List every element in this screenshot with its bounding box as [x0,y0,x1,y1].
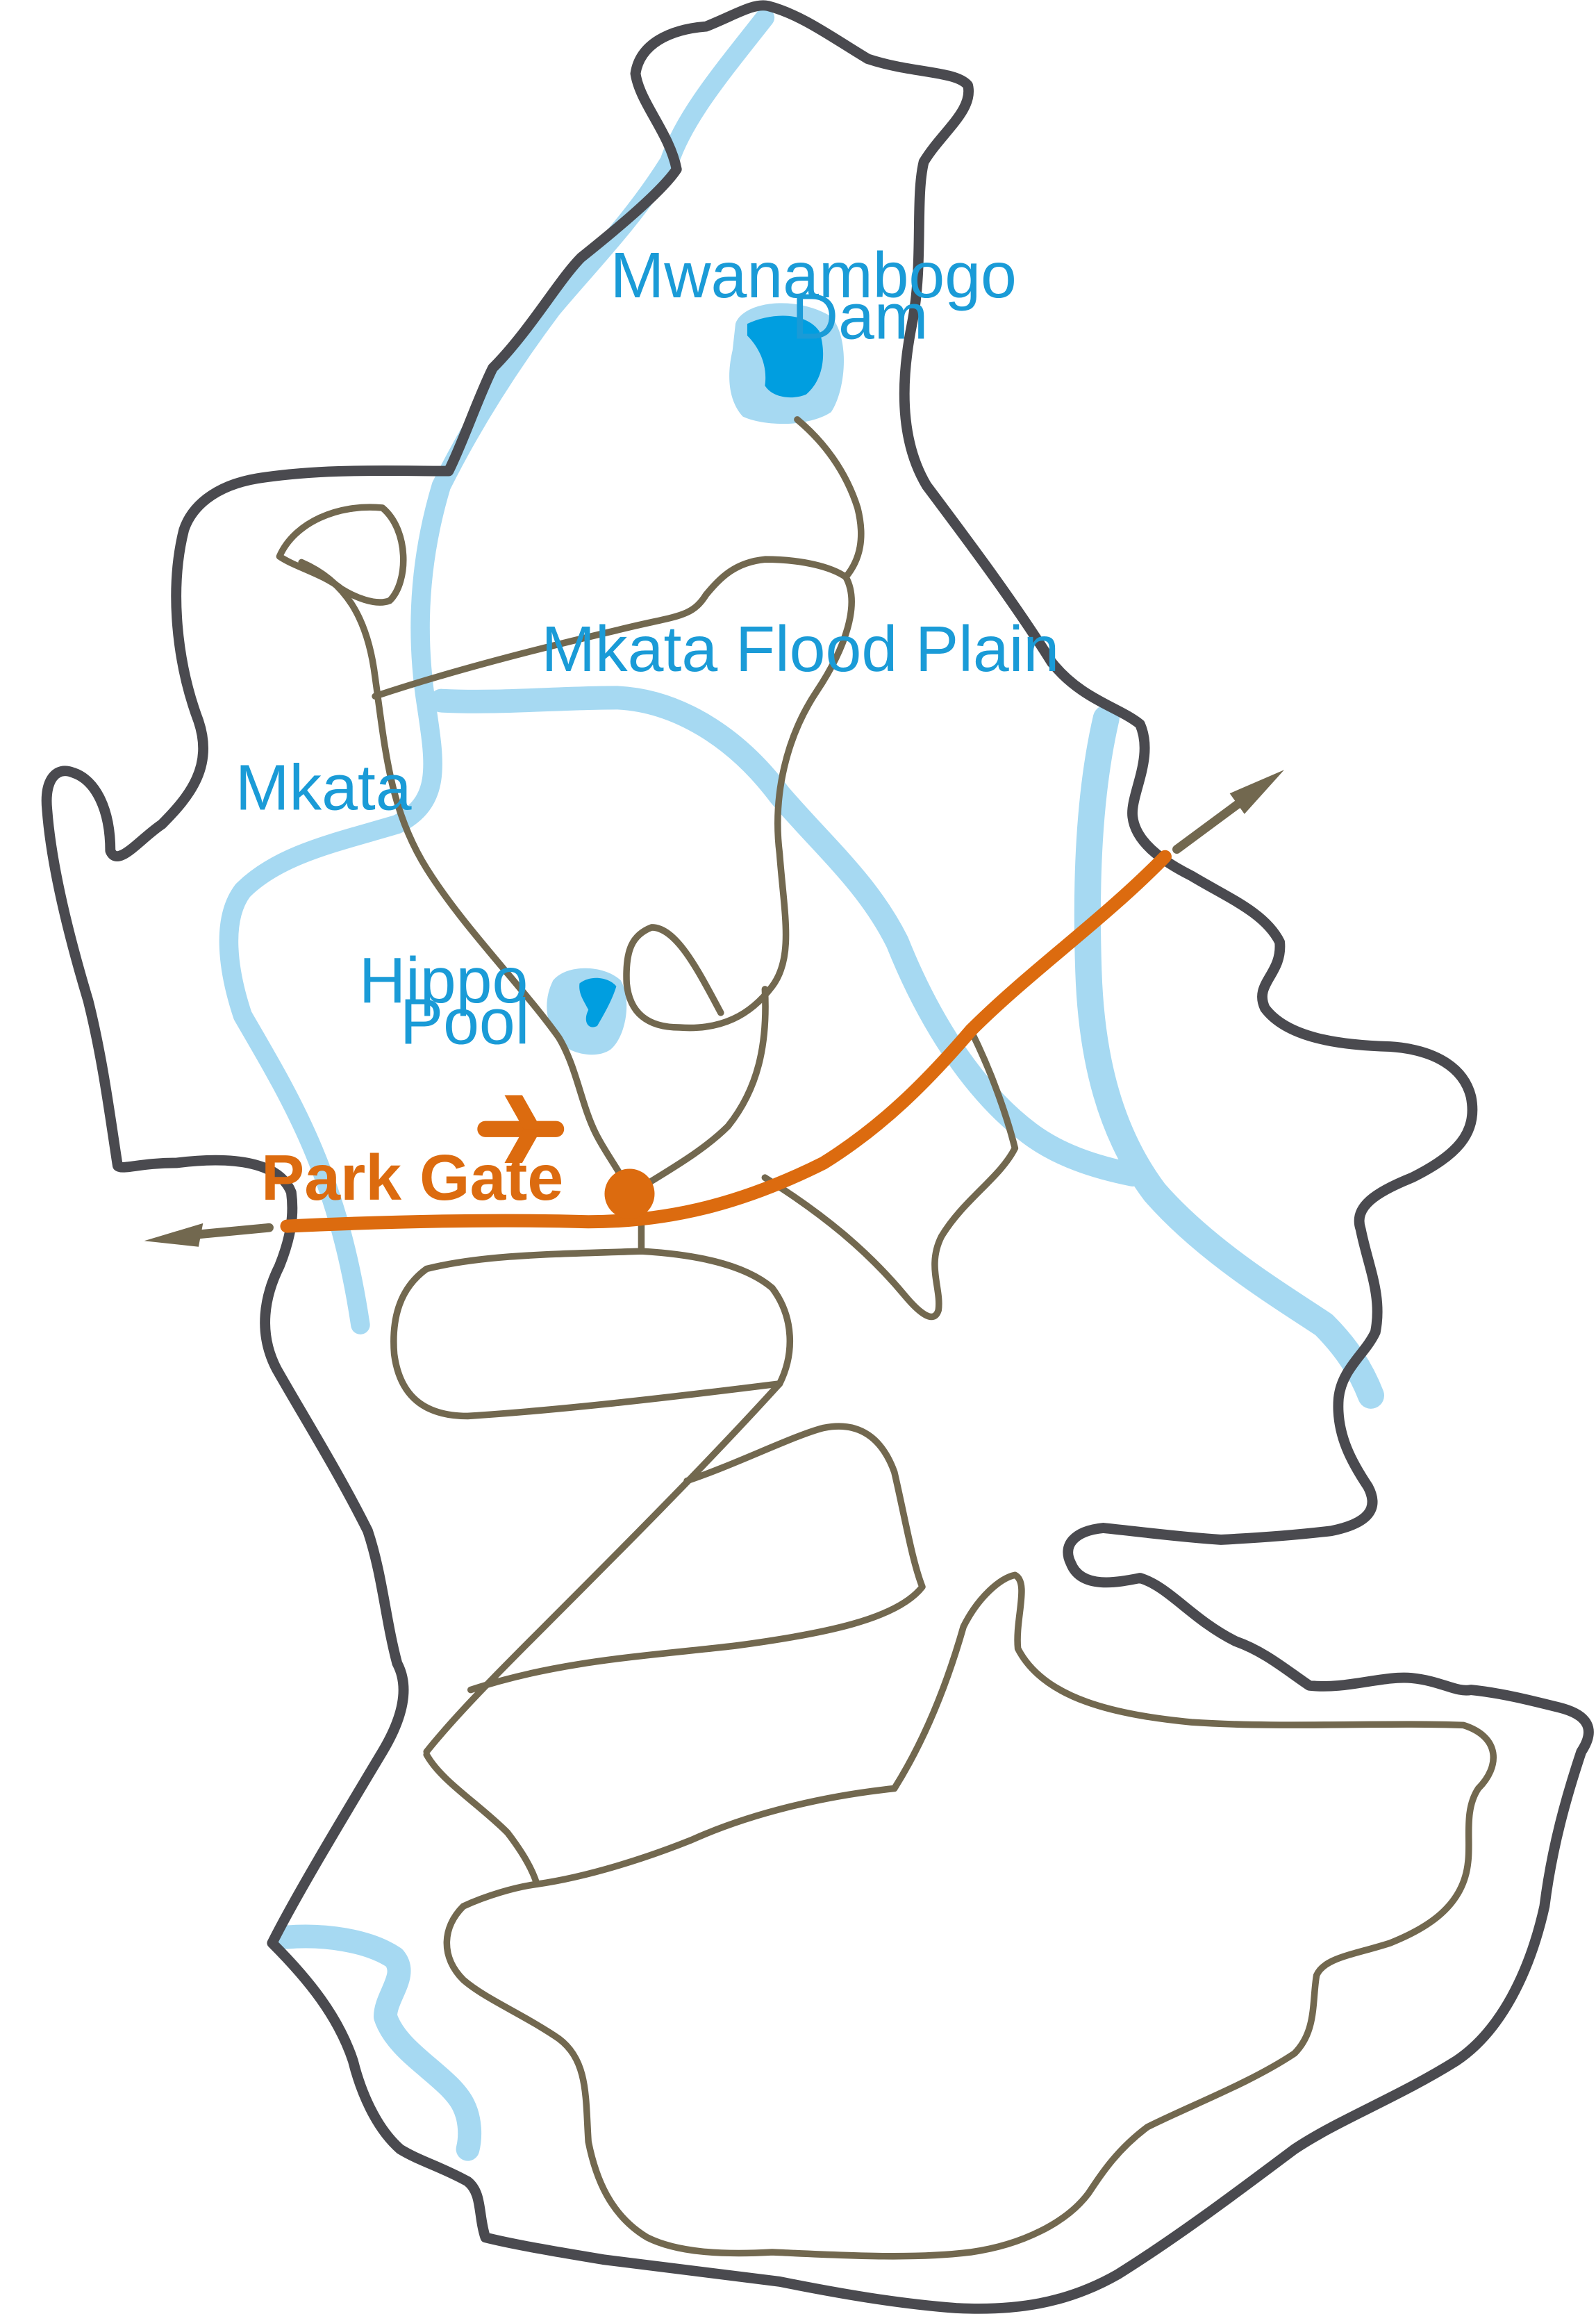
track-diagonal [423,1380,783,1755]
arrow-left-icon [144,1223,274,1247]
main-road [280,850,1172,1233]
label-river-mkata: Mkata [235,751,412,823]
airplane-wing-top [504,1095,542,1130]
track-far-south [443,1571,1497,2260]
label-pool-line1: Hippo [359,944,528,1016]
label-dam-line2: Dam [792,280,929,352]
water-bodies [547,303,844,1055]
label-flood-plain: Mkata Flood Plain [541,613,1059,685]
arrow-right-head [1229,770,1284,814]
airplane-icon [477,1095,565,1163]
track-south-branch [423,1751,540,1888]
track-southeast [761,1027,1019,1321]
label-park-gate: Park Gate [261,1141,563,1214]
river-south [275,1924,482,2161]
label-pool-line2: Pool [400,985,530,1057]
arrow-left-head [144,1223,203,1247]
track-dam [794,416,865,581]
track-south-loop [390,1218,794,1420]
labels: Mwanambogo Dam Mkata Flood Plain Mkata H… [235,239,1059,1214]
airplane-wing-bottom [504,1129,542,1163]
label-dam-line1: Mwanambogo [610,239,1017,311]
track-central [623,573,855,1032]
pool-water [579,977,617,1027]
river-east [1074,704,1385,1409]
circle-marker-icon [604,1168,655,1219]
main-road-line [280,850,1172,1233]
tracks [276,416,1497,2260]
track-to-gate [626,986,769,1199]
park-boundary [41,0,1594,2314]
track-crossing [372,556,849,700]
river-flood-plain [429,686,1145,1187]
track-west-descent [298,559,636,1214]
dam-water [747,315,824,398]
track-inner-loop [467,1423,926,1694]
arrow-right-icon [1172,770,1284,854]
